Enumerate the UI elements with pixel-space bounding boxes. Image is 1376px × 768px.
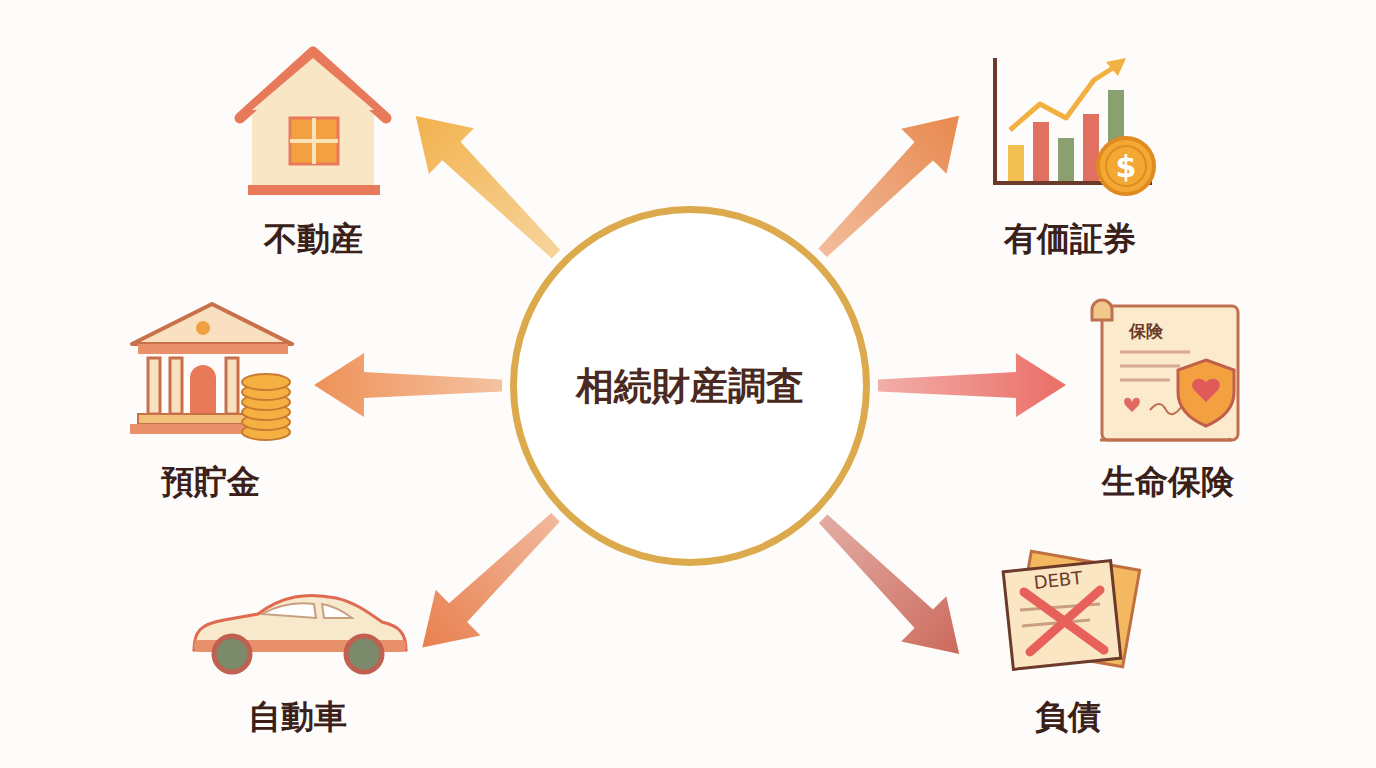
asset-label: 不動産 [220,217,406,262]
asset-label: 自動車 [177,695,418,740]
arrow-connector [422,513,559,647]
icon-text: $ [1116,149,1137,184]
arrow-connector [878,353,1066,417]
asset-item: 不動産 [220,45,406,262]
center-title: 相続財産調査 [576,361,804,412]
house-icon [240,52,386,195]
car-icon [194,595,406,672]
asset-label: 生命保険 [1072,460,1263,505]
insurance-icon [1092,300,1238,440]
asset-item: 自動車 [177,590,418,740]
asset-label: 有価証券 [967,217,1173,262]
icon-text: 保険 [1129,320,1163,343]
chart-icon [995,58,1154,194]
center-circle: 相続財産調査 [510,206,870,566]
arrow-connector [818,116,959,257]
asset-item: 有価証券 [967,50,1173,262]
asset-label: 預貯金 [112,460,308,505]
arrow-connector [819,514,959,654]
debt-icon [1003,551,1139,669]
asset-item: 預貯金 [112,295,308,505]
arrow-connector [314,353,502,417]
asset-item: 生命保険 [1072,295,1263,505]
asset-label: 負債 [987,695,1148,740]
bank-icon [130,304,292,440]
arrow-connector [416,116,561,258]
